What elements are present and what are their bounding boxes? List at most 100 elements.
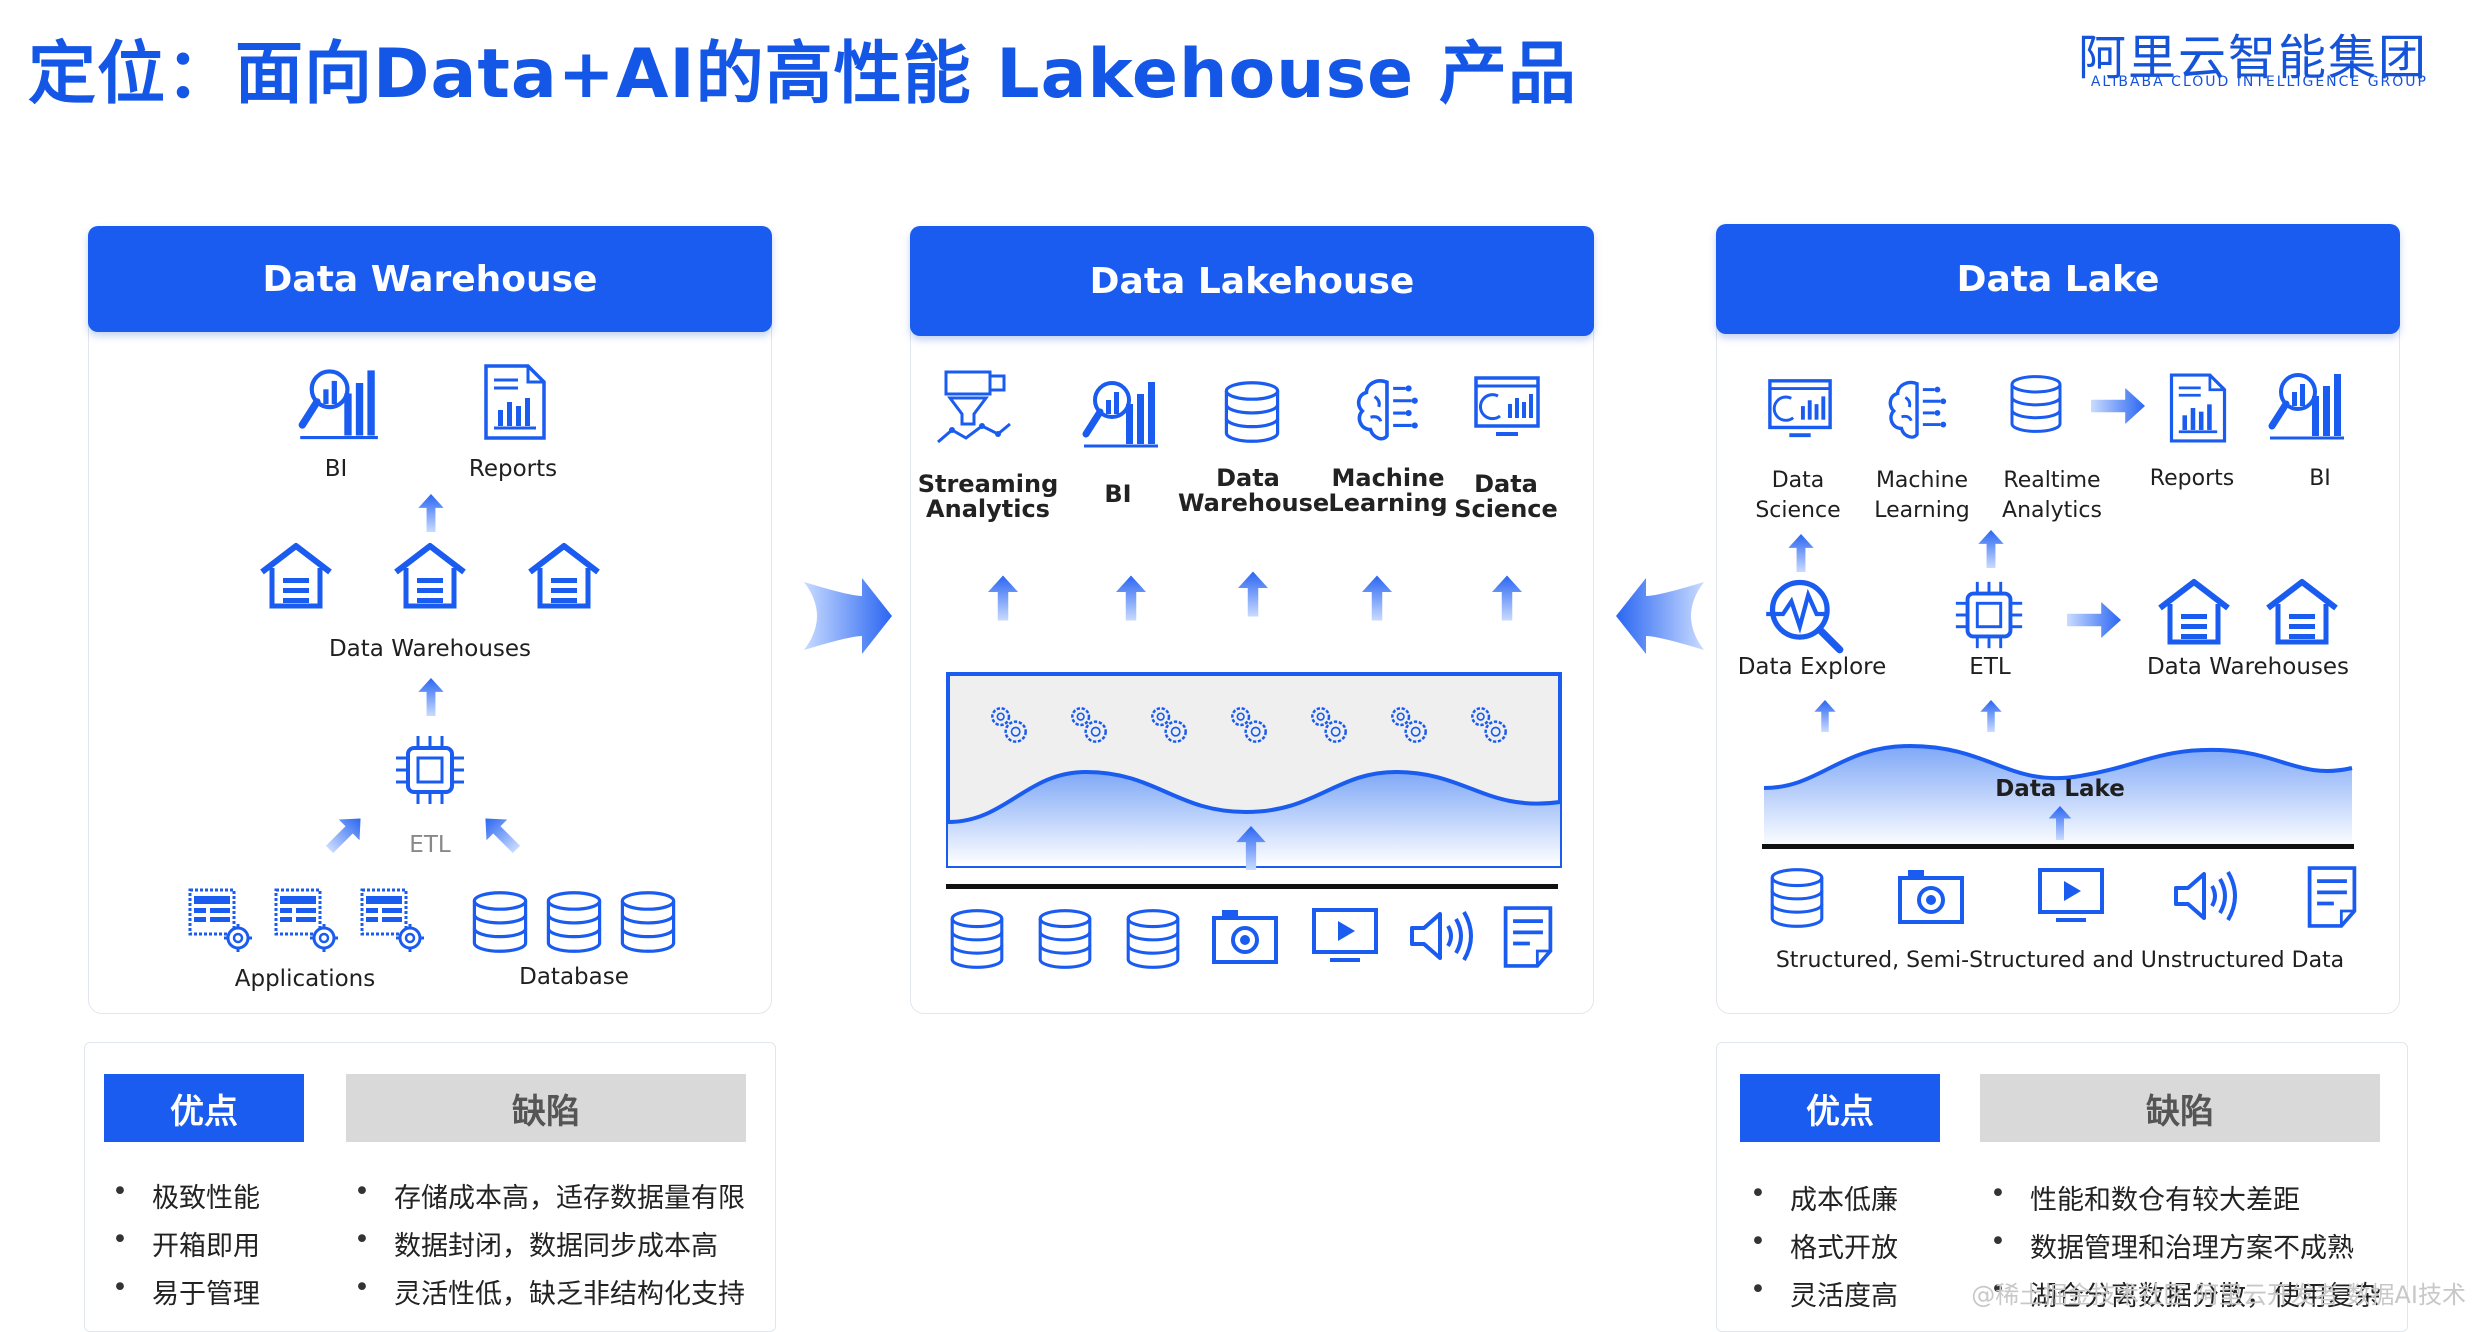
cons-tag: 缺陷 <box>346 1074 746 1142</box>
structured-data-label: Structured, Semi-Structured and Unstruct… <box>1775 948 2345 973</box>
arrow-up-icon <box>2044 806 2076 840</box>
database-icon <box>542 890 606 954</box>
data-lake-wave <box>1763 743 2353 848</box>
house-icon <box>2262 576 2342 646</box>
gears-icon <box>1224 700 1274 750</box>
data-lakehouse-header: Data Lakehouse <box>910 226 1594 336</box>
video-icon <box>1310 906 1380 966</box>
arrow-up-icon <box>418 678 444 716</box>
arrow-right-icon <box>804 578 892 654</box>
document-icon <box>2304 864 2360 930</box>
gears-icon <box>1144 700 1194 750</box>
database-icon <box>1034 906 1096 972</box>
arrow-up-icon <box>1978 530 2004 568</box>
arrow-up-icon <box>1116 560 1146 636</box>
pros-tag: 优点 <box>104 1074 304 1142</box>
data-explore-icon <box>1762 572 1846 656</box>
database-icon <box>1220 374 1284 450</box>
etl-label: ETL <box>1969 654 2011 680</box>
streaming-analytics-icon <box>934 368 1014 448</box>
bi-icon <box>2266 366 2346 446</box>
cons-item: 数据封闭，数据同步成本高 <box>354 1224 718 1263</box>
camera-icon <box>1210 906 1280 966</box>
etl-label: ETL <box>409 832 451 858</box>
arrow-up-icon <box>1788 534 1814 572</box>
document-icon <box>1500 904 1556 970</box>
database-label: Database <box>519 964 629 990</box>
arrow-up-icon <box>1492 560 1522 636</box>
database-icon <box>946 906 1008 972</box>
cons-item: 湖仓分离数据分散，使用复杂 <box>1990 1274 2381 1313</box>
bi-icon <box>1080 374 1160 454</box>
data-warehouses-label: Data Warehouses <box>328 636 532 662</box>
bi-label: BI <box>1104 480 1132 508</box>
machine-learning-label: Machine Learning <box>1328 464 1448 518</box>
data-science-icon <box>1472 374 1542 440</box>
applications-label: Applications <box>234 966 376 992</box>
database-icon <box>1122 906 1184 972</box>
data-lake-label: Data Lake <box>1995 776 2125 802</box>
house-icon <box>2154 576 2234 646</box>
arrow-up-icon <box>1812 700 1838 732</box>
machine-learning-label: Machine Learning <box>1874 468 1970 523</box>
arrow-right-icon <box>2060 602 2128 638</box>
arrow-up-icon <box>988 560 1018 636</box>
data-science-icon <box>1766 376 1834 442</box>
pros-item: 灵活度高 <box>1750 1274 1898 1313</box>
machine-learning-icon <box>1352 374 1424 446</box>
arrow-left-icon <box>1616 578 1704 654</box>
data-warehouse-panel <box>88 232 772 1014</box>
arrow-up-icon <box>1238 556 1268 632</box>
streaming-analytics-label: Streaming Analytics <box>917 470 1059 524</box>
gears-icon <box>1304 700 1354 750</box>
bi-icon <box>296 362 380 446</box>
etl-chip-icon <box>1950 576 2028 654</box>
pros-item: 格式开放 <box>1750 1226 1898 1265</box>
house-icon <box>390 540 470 610</box>
bi-label: BI <box>2309 466 2331 491</box>
cons-tag: 缺陷 <box>1980 1074 2380 1142</box>
data-lake-header: Data Lake <box>1716 224 2400 334</box>
audio-icon <box>1406 906 1476 966</box>
reports-label: Reports <box>2149 466 2235 491</box>
page-title: 定位：面向Data+AI的高性能 Lakehouse 产品 <box>28 35 1577 114</box>
application-icon <box>358 886 428 956</box>
house-icon <box>524 540 604 610</box>
reports-icon <box>2166 370 2230 446</box>
alibaba-logo-en: ALIBABA CLOUD INTELLIGENCE GROUP <box>2090 74 2428 90</box>
pros-tag: 优点 <box>1740 1074 1940 1142</box>
application-icon <box>186 886 256 956</box>
gears-icon <box>1464 700 1514 750</box>
arrow-up-icon <box>418 494 444 532</box>
watermark: @稀土掘金技术社区 阿里云开发者 数据AI技术 <box>1971 1281 2466 1309</box>
alibaba-logo-cn: 阿里云智能集团 <box>2077 30 2428 86</box>
arrow-up-icon <box>1978 700 2004 732</box>
video-icon <box>2036 866 2106 926</box>
reports-icon <box>480 362 550 442</box>
database-icon <box>2006 368 2066 440</box>
storage-divider <box>946 884 1558 889</box>
arrow-right-icon <box>2084 388 2152 424</box>
realtime-analytics-label: Realtime Analytics <box>2002 468 2102 523</box>
gears-icon <box>1384 700 1434 750</box>
cons-item: 数据管理和治理方案不成熟 <box>1990 1226 2354 1265</box>
arrow-up-icon <box>1362 560 1392 636</box>
data-science-label: Data Science <box>1454 470 1558 524</box>
reports-label: Reports <box>468 456 558 482</box>
application-icon <box>272 886 342 956</box>
data-lakehouse-panel <box>910 232 1594 1014</box>
house-icon <box>256 540 336 610</box>
storage-divider <box>1762 844 2354 849</box>
cons-item: 灵活性低，缺乏非结构化支持 <box>354 1272 745 1311</box>
gears-icon <box>1064 700 1114 750</box>
database-icon <box>1766 866 1828 930</box>
gears-icon <box>984 700 1034 750</box>
data-warehouses-label: Data Warehouses <box>2146 654 2350 680</box>
cons-item: 性能和数仓有较大差距 <box>1990 1178 2300 1217</box>
database-icon <box>616 890 680 954</box>
database-icon <box>468 890 532 954</box>
audio-icon <box>2170 866 2240 926</box>
camera-icon <box>1896 866 1966 926</box>
data-lake-panel <box>1716 232 2400 1014</box>
data-science-label: Data Science <box>1755 468 1841 523</box>
